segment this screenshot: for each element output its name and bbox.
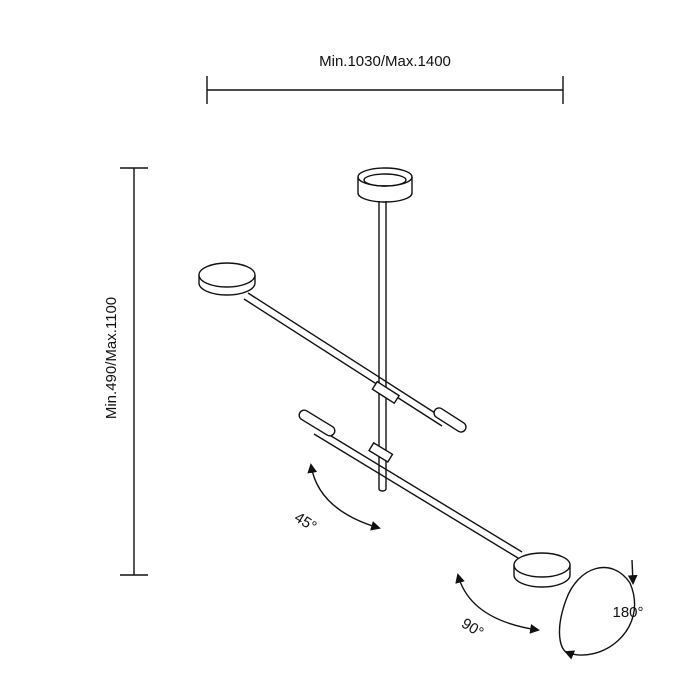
height-dimension: Min.490/Max.1100 — [103, 167, 148, 576]
width-dimension-label: Min.1030/Max.1400 — [319, 53, 451, 70]
lower-counterweight — [298, 409, 336, 437]
tilt-angle-label: 45° — [291, 509, 319, 535]
rotation-angle-indicator: 180° — [558, 559, 644, 660]
upper-arm — [243, 292, 467, 433]
upper-counterweight — [433, 407, 467, 433]
ceiling-canopy — [357, 167, 413, 203]
tilt-angle-indicator: 45° — [291, 463, 381, 535]
rotation-angle-label: 180° — [612, 604, 643, 621]
lower-arm — [298, 409, 523, 559]
swing-angle-label: 90° — [458, 615, 486, 641]
height-dimension-label: Min.490/Max.1100 — [103, 297, 120, 419]
width-dimension: Min.1030/Max.1400 — [206, 53, 564, 104]
upper-lamp-head — [198, 262, 256, 296]
lower-lamp-head — [513, 552, 571, 588]
